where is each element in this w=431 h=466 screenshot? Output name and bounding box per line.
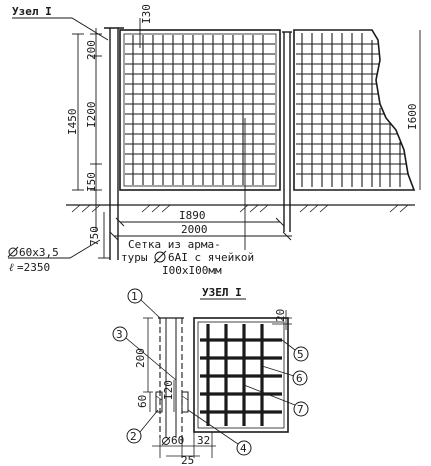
- detail-dim-120: I20: [162, 380, 175, 400]
- post-note-line2: =2350: [17, 261, 50, 274]
- post-note-ell: ℓ: [9, 261, 14, 274]
- mesh-note-line1: Сетка из арма-: [128, 238, 221, 251]
- mesh-note-line3: I00xI00мм: [162, 264, 222, 277]
- svg-text:6: 6: [296, 372, 303, 385]
- callout-3: 3: [112, 326, 177, 381]
- right-panel-mesh: [296, 33, 409, 187]
- detail-dim-60: 60: [171, 434, 184, 447]
- node-label: Узел I: [12, 5, 52, 18]
- dim-1890: I890: [179, 209, 206, 222]
- detail-title: УЗЕЛ I: [202, 286, 242, 299]
- callout-7: 7: [243, 384, 309, 417]
- detail-dim-32: 32: [197, 434, 210, 447]
- svg-text:2: 2: [130, 430, 137, 443]
- dim-200: 200: [85, 40, 98, 60]
- left-panel-frame: [119, 29, 281, 191]
- vertical-dimensions: [72, 28, 110, 259]
- dim-2000: 2000: [181, 223, 208, 236]
- post-note-line1: 60x3,5: [19, 246, 59, 259]
- detail-diameter-symbol: [161, 436, 171, 446]
- callout-2: 2: [126, 409, 159, 444]
- callout-4: 4: [187, 409, 252, 456]
- svg-text:1: 1: [131, 290, 138, 303]
- dim-1200: I200: [85, 102, 98, 129]
- svg-text:4: 4: [240, 442, 247, 455]
- dim-150: I50: [85, 172, 98, 192]
- detail-dim-25: 25: [181, 454, 194, 466]
- detail-node: УЗЕЛ I: [112, 286, 309, 466]
- right-panel-frame: [293, 29, 416, 191]
- callout-6: 6: [261, 365, 308, 386]
- detail-dim-20: 20: [274, 309, 287, 322]
- detail-panel-frame: [193, 317, 289, 433]
- left-panel-mesh: [125, 35, 275, 185]
- main-elevation: Узел I 200 I200 I450 I50 750 I30 I600: [7, 4, 421, 277]
- dim-1450: I450: [66, 109, 79, 136]
- middle-post: [282, 31, 292, 232]
- mesh-note-line2b: 6AI с ячейкой: [168, 251, 254, 264]
- dim-1600: I600: [406, 104, 419, 131]
- detail-post: [158, 317, 184, 438]
- detail-mesh: [200, 324, 282, 426]
- svg-text:7: 7: [297, 403, 304, 416]
- horizontal-dimensions: [109, 217, 292, 241]
- svg-text:3: 3: [116, 328, 123, 341]
- detail-dim-60-vert: 60: [136, 395, 149, 408]
- svg-text:5: 5: [297, 348, 304, 361]
- post-diameter-symbol: [7, 246, 19, 258]
- callout-1: 1: [127, 288, 161, 319]
- callout-5: 5: [281, 339, 309, 362]
- left-post: [104, 27, 124, 260]
- mesh-note-line2: туры: [121, 251, 148, 264]
- detail-dim-200: 200: [134, 348, 147, 368]
- dim-130: I30: [140, 4, 153, 24]
- ground-line: [66, 204, 415, 213]
- diameter-symbol: [153, 250, 167, 264]
